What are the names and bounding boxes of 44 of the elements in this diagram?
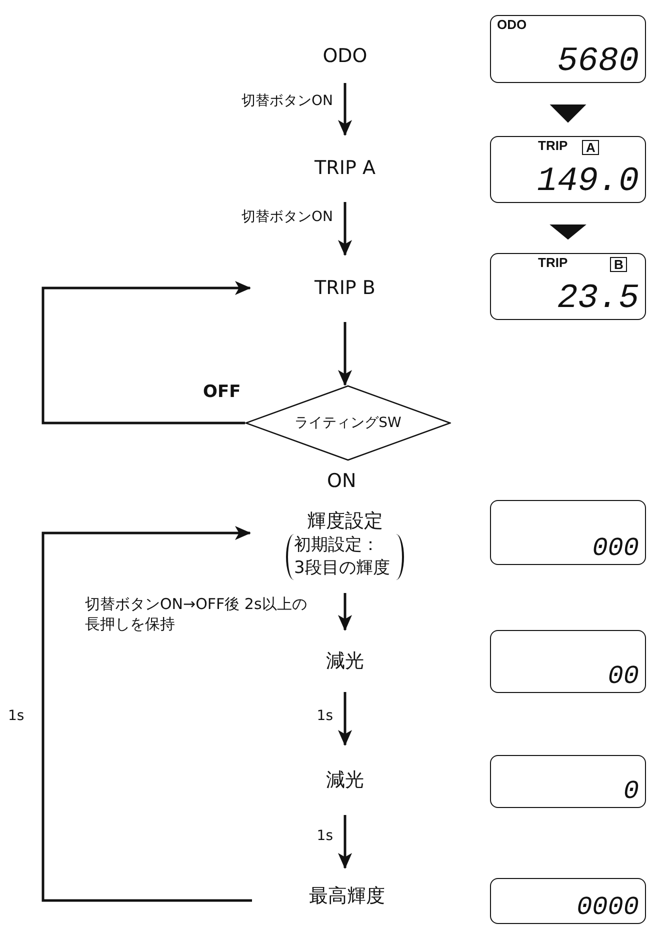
step-title: 最高輝度 bbox=[309, 885, 385, 908]
step-title: TRIP A bbox=[314, 157, 376, 180]
edge-label: 切替ボタンON bbox=[240, 92, 333, 111]
lcd-display bbox=[490, 630, 646, 693]
branch-label: ON bbox=[327, 470, 356, 492]
trip-indicator: B bbox=[610, 257, 628, 272]
display-digits: 00 bbox=[608, 663, 639, 689]
display-digits: 000 bbox=[592, 535, 639, 561]
display-digits: 149.0 bbox=[536, 165, 639, 199]
decision-diamond bbox=[245, 385, 451, 461]
trip-indicator: A bbox=[582, 140, 600, 155]
decision-text: ライティングSW bbox=[294, 414, 402, 432]
lcd-display bbox=[490, 15, 646, 83]
step-title: 減光 bbox=[326, 768, 364, 792]
arrow bbox=[338, 692, 352, 746]
triangle-arrow bbox=[550, 104, 586, 123]
lcd-display bbox=[490, 500, 646, 565]
step-title: 減光 bbox=[326, 650, 364, 672]
lcd-display bbox=[490, 136, 646, 203]
display-mode-label: TRIP bbox=[538, 139, 568, 154]
bracketed-note: 初期設定：3段目の輝度 bbox=[286, 534, 404, 580]
lcd-display bbox=[490, 253, 646, 320]
lcd-display bbox=[490, 878, 646, 924]
arrow bbox=[338, 202, 352, 256]
display-digits: 23.5 bbox=[557, 282, 639, 316]
edge-label: 1s bbox=[316, 707, 333, 726]
step-title: 輝度設定 bbox=[307, 510, 383, 532]
arrow bbox=[338, 322, 352, 386]
triangle-arrow bbox=[550, 224, 586, 240]
display-mode-label: TRIP bbox=[538, 256, 568, 270]
edge-label: 1s bbox=[316, 827, 333, 846]
arrow bbox=[338, 815, 352, 869]
arrow bbox=[42, 526, 252, 902]
edge-label: 切替ボタンON bbox=[240, 208, 333, 227]
display-mode-label: ODO bbox=[497, 18, 527, 32]
arrow bbox=[42, 281, 251, 424]
step-title: ODO bbox=[322, 45, 368, 68]
lcd-display bbox=[490, 755, 646, 808]
arrow bbox=[338, 593, 352, 631]
display-digits: 5680 bbox=[557, 45, 639, 79]
display-digits: 0000 bbox=[576, 894, 639, 920]
arrow bbox=[338, 83, 352, 136]
display-digits: 0 bbox=[623, 778, 639, 804]
step-title: TRIP B bbox=[314, 277, 376, 300]
